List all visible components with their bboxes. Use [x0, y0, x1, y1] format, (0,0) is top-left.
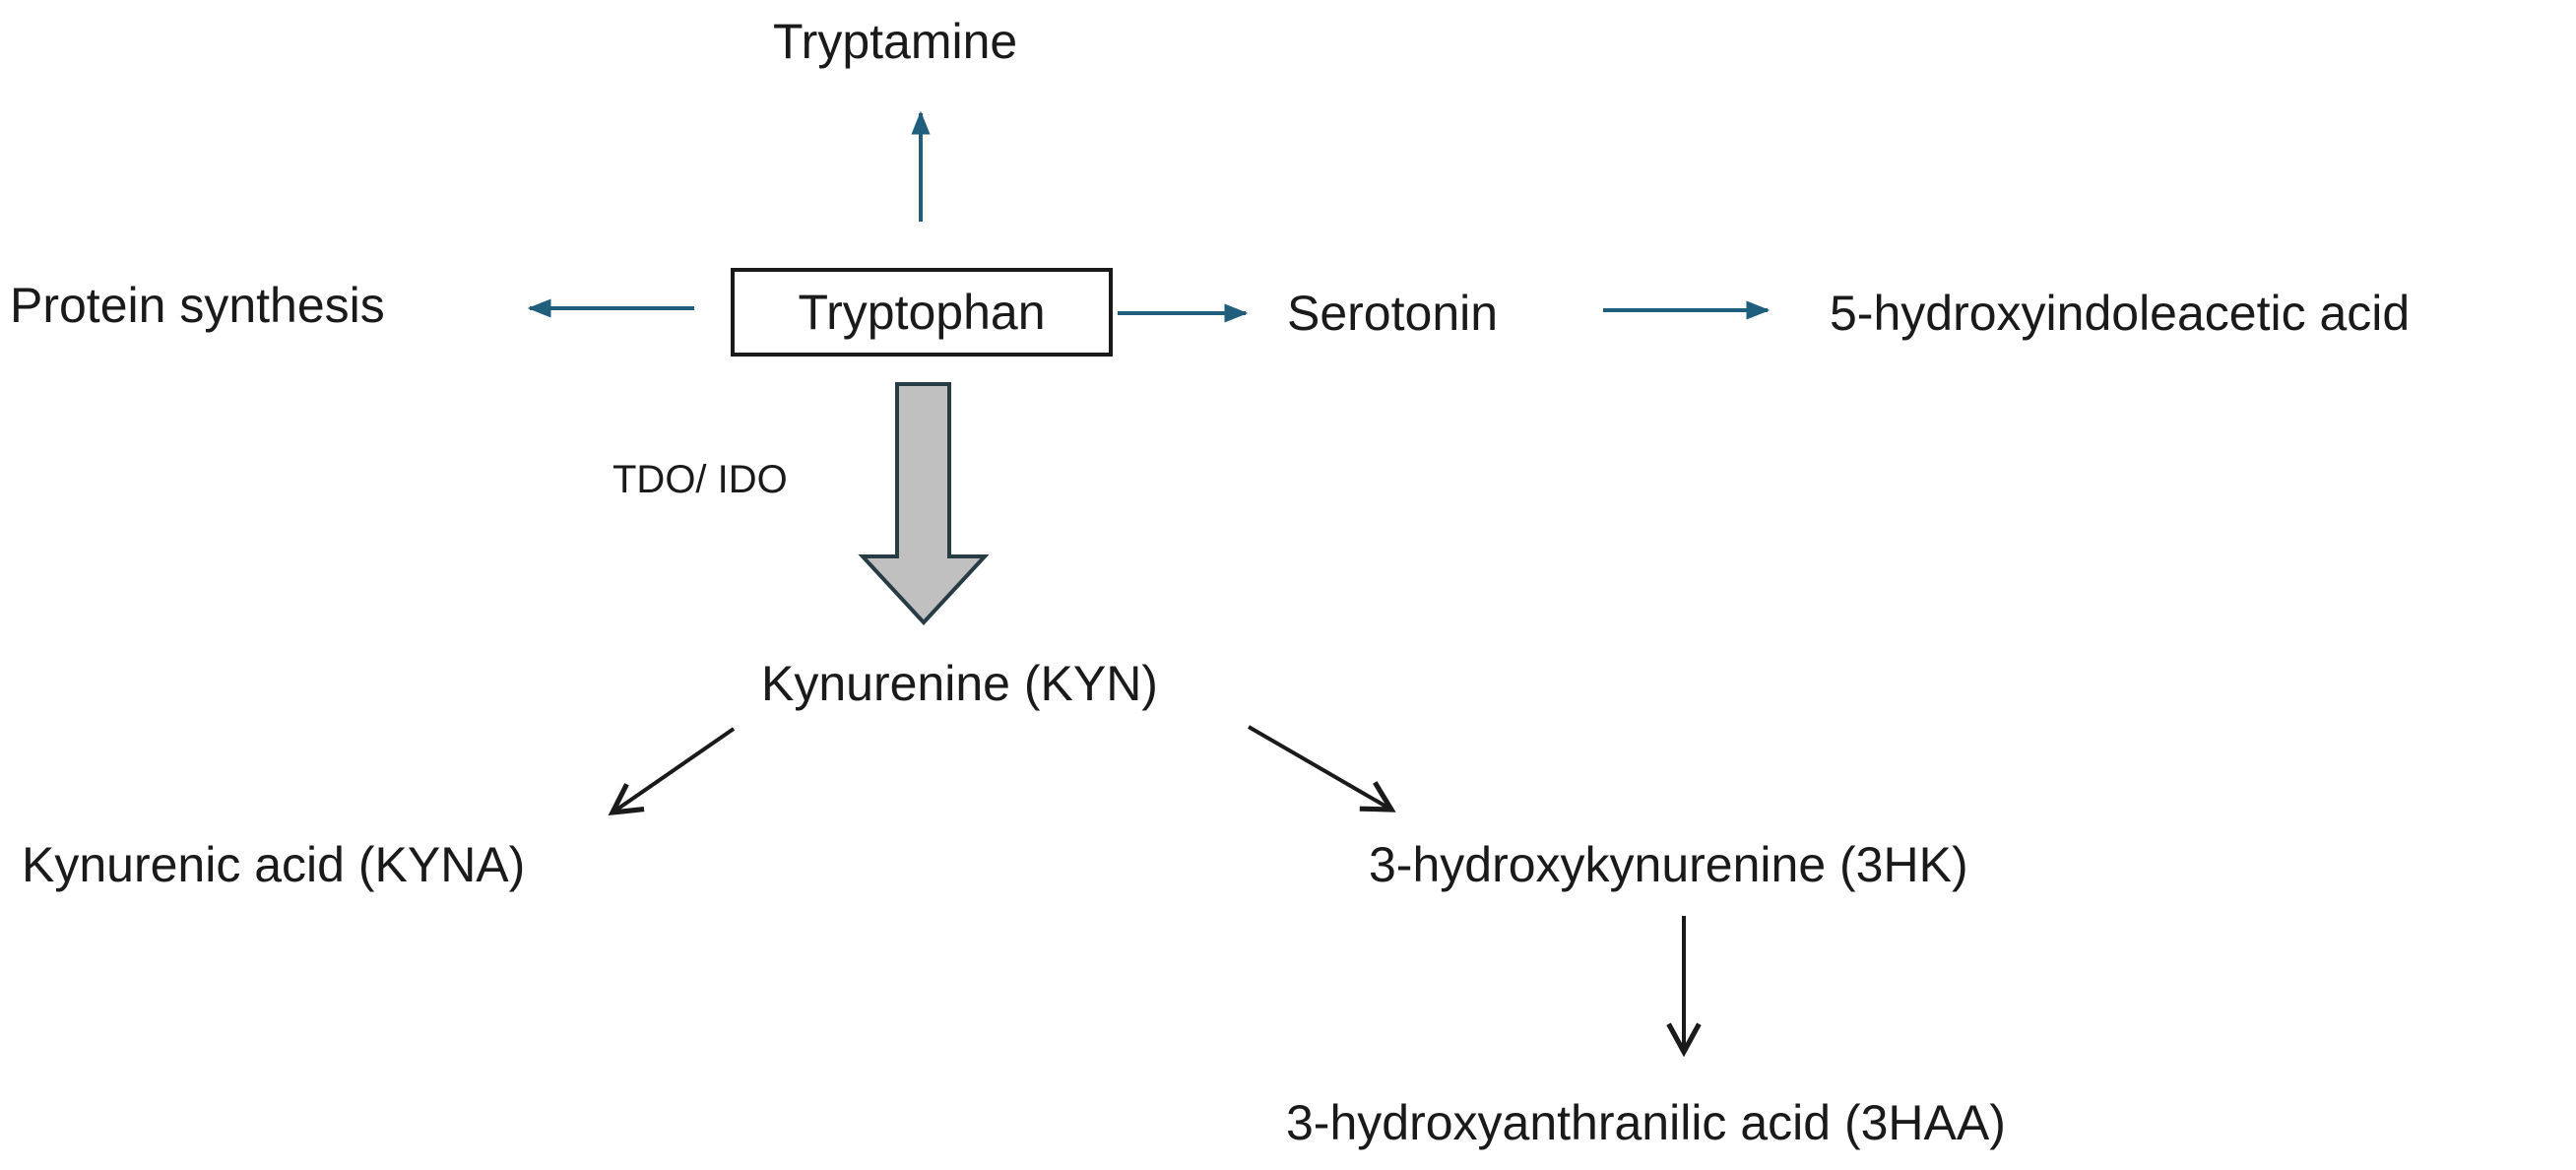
- 3haa-label: 3-hydroxyanthranilic acid (3HAA): [1286, 1095, 2006, 1150]
- tdo-ido-label: TDO/ IDO: [612, 458, 788, 501]
- tryptophan-box: Tryptophan: [731, 268, 1113, 357]
- arrow-to-3hk: [1247, 725, 1391, 810]
- arrow-to-kynurenic-acid: [612, 727, 736, 812]
- tryptophan-label: Tryptophan: [798, 285, 1046, 340]
- 5hiaa-label: 5-hydroxyindoleacetic acid: [1830, 286, 2411, 341]
- tryptamine-label: Tryptamine: [773, 14, 1018, 69]
- kynurenic-acid-label: Kynurenic acid (KYNA): [22, 837, 526, 892]
- protein-synthesis-label: Protein synthesis: [10, 278, 385, 333]
- serotonin-label: Serotonin: [1287, 286, 1499, 341]
- kynurenine-label: Kynurenine (KYN): [761, 656, 1158, 711]
- 3hk-label: 3-hydroxykynurenine (3HK): [1369, 837, 1968, 892]
- tdo-ido-block-arrow: [858, 382, 990, 625]
